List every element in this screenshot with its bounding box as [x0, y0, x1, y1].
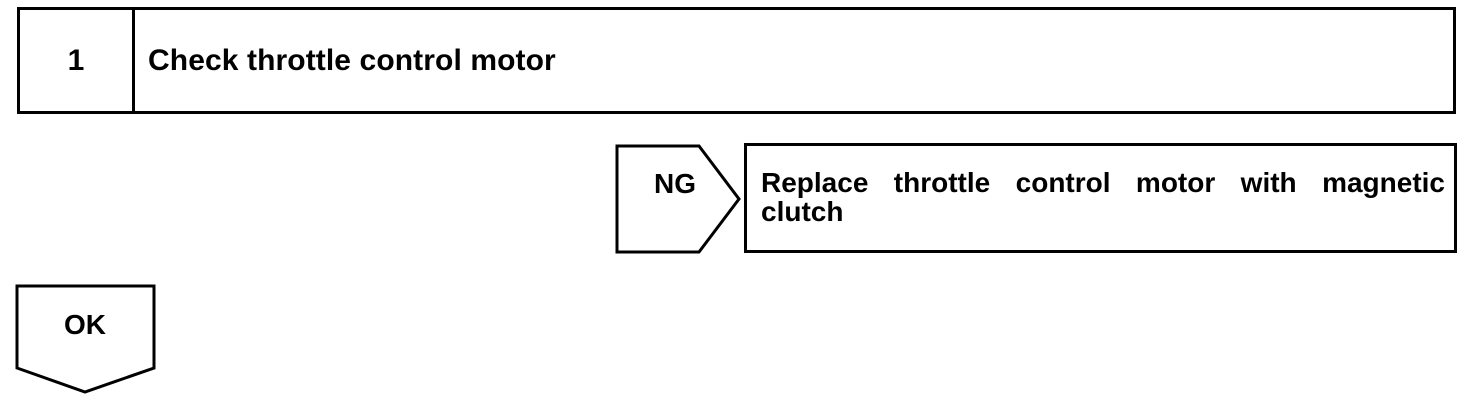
ng-action-box: Replace throttle control motor with magn… — [744, 143, 1457, 253]
ok-arrow-icon — [15, 284, 156, 394]
ok-label: OK — [64, 309, 106, 340]
step-header: 1 Check throttle control motor — [17, 7, 1456, 114]
step-number: 1 — [20, 10, 135, 111]
step-title: Check throttle control motor — [148, 43, 556, 77]
ng-arrow-icon — [615, 144, 741, 254]
ng-action-text: Replace throttle control motor with magn… — [761, 167, 1445, 227]
ng-label: NG — [654, 168, 696, 199]
